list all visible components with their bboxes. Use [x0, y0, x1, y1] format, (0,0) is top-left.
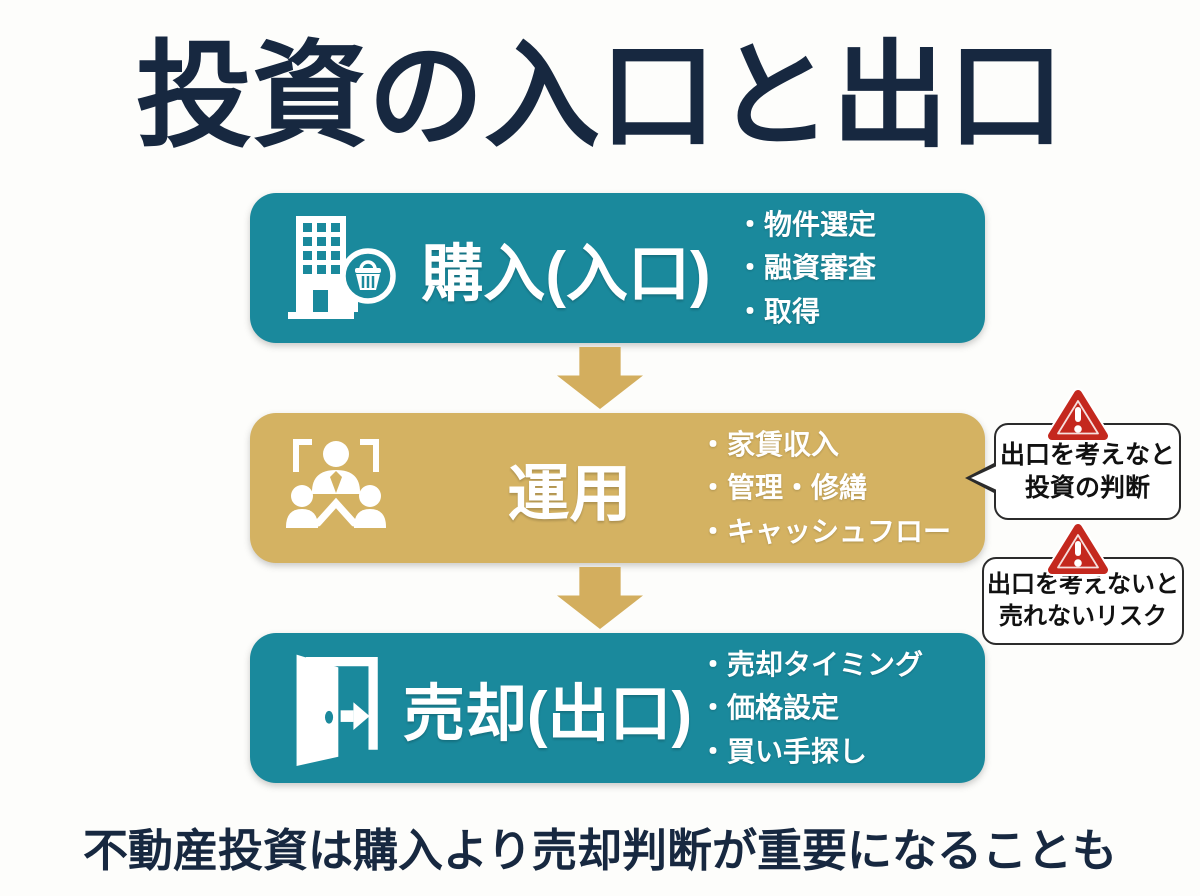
flow-step-bullets: ・物件選定 ・融資審査 ・取得 — [736, 203, 971, 333]
bullet-item: ・融資審査 — [736, 252, 877, 284]
people-management-icon — [276, 430, 396, 546]
warning-icon — [1046, 520, 1110, 578]
bullet-item: ・買い手探し — [699, 735, 868, 767]
bullet-item: ・管理・修繕 — [699, 472, 868, 504]
bullet-item: ・売却タイミング — [699, 648, 924, 680]
down-arrow-icon — [557, 567, 643, 629]
bullet-item: ・取得 — [736, 295, 821, 327]
callout-text: 売れないリスク — [999, 603, 1167, 630]
footer-note: 不動産投資は購入より売却判断が重要になることも — [82, 825, 1118, 876]
bullet-item: ・価格設定 — [699, 692, 840, 724]
exit-door-icon — [276, 650, 396, 766]
flow-step-purchase: 購入(入口) ・物件選定 ・融資審査 ・取得 — [250, 193, 985, 343]
down-arrow-icon — [557, 347, 643, 409]
page-title: 投資の入口と出口 — [136, 31, 1064, 161]
flow-step-sale: 売却(出口) ・売却タイミング ・価格設定 ・買い手探し — [250, 633, 985, 783]
flow-step-label: 運用 — [507, 460, 632, 529]
bullet-item: ・物件選定 — [736, 208, 877, 240]
callout-text: 投資の判断 — [1024, 473, 1150, 502]
callout-text: 出口を考えなと — [999, 441, 1175, 469]
callout-exit-judgement: 出口を考えなと 投資の判断 — [965, 423, 1181, 520]
flow-step-label: 売却(出口) — [402, 680, 693, 749]
flow-step-bullets: ・家賃収入 ・管理・修繕 ・キャッシュフロー — [699, 423, 971, 553]
bullet-item: ・家賃収入 — [699, 428, 840, 460]
warning-icon — [1046, 386, 1110, 444]
flow-step-operation: 運用 ・家賃収入 ・管理・修繕 ・キャッシュフロー — [250, 413, 985, 563]
bullet-item: ・キャッシュフロー — [699, 515, 952, 547]
building-basket-icon — [276, 210, 396, 326]
flow-step-bullets: ・売却タイミング ・価格設定 ・買い手探し — [699, 643, 971, 773]
flow-step-label: 購入(入口) — [421, 240, 711, 309]
